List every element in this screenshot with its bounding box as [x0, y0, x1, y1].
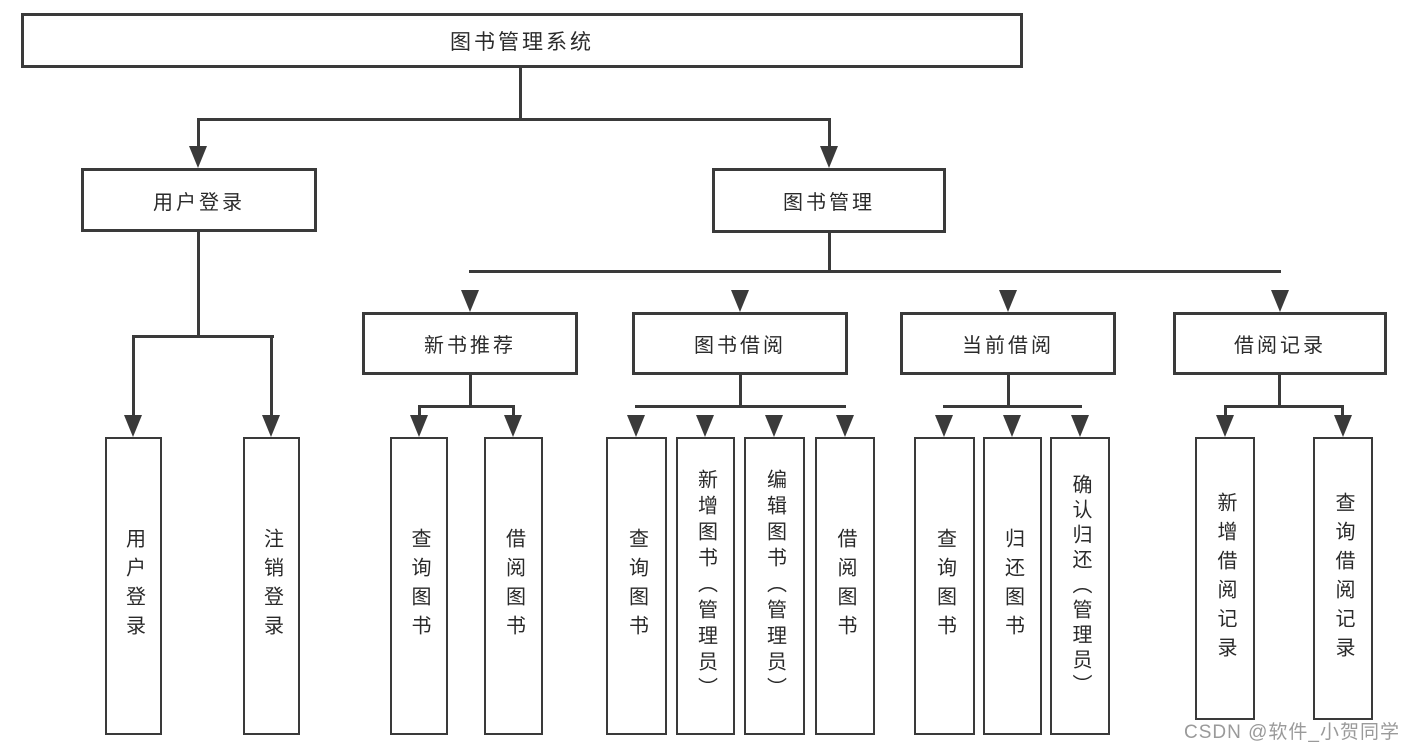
arrow-down-icon — [504, 415, 522, 437]
leaf-add-borrow-record: 新增借阅记录 — [1195, 437, 1255, 720]
arrow-down-icon — [820, 146, 838, 168]
node-user-login: 用户登录 — [81, 168, 317, 232]
connector-line — [1341, 405, 1344, 415]
connector-line — [519, 68, 522, 118]
leaf-borrow-books-recommend: 借阅图书 — [484, 437, 543, 735]
node-book-management-label: 图书管理 — [783, 192, 875, 214]
connector-line — [943, 405, 1082, 408]
node-book-management: 图书管理 — [712, 168, 946, 233]
leaf-user-login: 用户登录 — [105, 437, 162, 735]
node-user-login-label: 用户登录 — [153, 191, 245, 214]
leaf-add-borrow-record-label: 新增借阅记录 — [1214, 491, 1236, 666]
leaf-edit-books-admin: 编辑图书（管理员） — [744, 437, 805, 735]
arrow-down-icon — [731, 290, 749, 312]
node-root: 图书管理系统 — [21, 13, 1023, 68]
node-book-borrow: 图书借阅 — [632, 312, 848, 375]
node-book-borrow-label: 图书借阅 — [694, 335, 786, 357]
node-root-label: 图书管理系统 — [450, 30, 594, 54]
connector-line — [132, 335, 274, 338]
connector-line — [1278, 375, 1281, 407]
connector-line — [270, 335, 273, 415]
leaf-confirm-return-admin-label: 确认归还（管理员） — [1069, 473, 1091, 699]
leaf-user-login-label: 用户登录 — [122, 528, 145, 644]
leaf-query-books-current: 查询图书 — [914, 437, 975, 735]
leaf-query-books-recommend-label: 查询图书 — [408, 528, 430, 644]
arrow-down-icon — [627, 415, 645, 437]
leaf-add-books-admin: 新增图书（管理员） — [676, 437, 735, 735]
leaf-query-books-current-label: 查询图书 — [933, 528, 956, 644]
node-current-borrow: 当前借阅 — [900, 312, 1116, 375]
connector-line — [512, 405, 515, 415]
arrow-down-icon — [124, 415, 142, 437]
arrow-down-icon — [1071, 415, 1089, 437]
leaf-query-books-borrow: 查询图书 — [606, 437, 667, 735]
node-new-book-recommend-label: 新书推荐 — [424, 335, 516, 357]
leaf-query-borrow-record-label: 查询借阅记录 — [1332, 491, 1354, 666]
arrow-down-icon — [765, 415, 783, 437]
arrow-down-icon — [1216, 415, 1234, 437]
arrow-down-icon — [935, 415, 953, 437]
arrow-down-icon — [189, 146, 207, 168]
node-borrow-records-label: 借阅记录 — [1234, 335, 1326, 357]
connector-line — [828, 233, 831, 273]
leaf-add-books-admin-label: 新增图书（管理员） — [694, 469, 717, 703]
connector-line — [739, 375, 742, 407]
connector-line — [197, 118, 831, 121]
arrow-down-icon — [262, 415, 280, 437]
leaf-confirm-return-admin: 确认归还（管理员） — [1050, 437, 1110, 735]
node-current-borrow-label: 当前借阅 — [962, 335, 1054, 357]
leaf-logout-label: 注销登录 — [260, 528, 283, 644]
leaf-borrow-books-borrow: 借阅图书 — [815, 437, 875, 735]
connector-line — [418, 405, 515, 408]
arrow-down-icon — [1003, 415, 1021, 437]
connector-line — [418, 405, 421, 415]
connector-line — [469, 375, 472, 407]
arrow-down-icon — [410, 415, 428, 437]
connector-line — [132, 335, 135, 415]
arrow-down-icon — [1271, 290, 1289, 312]
leaf-query-books-borrow-label: 查询图书 — [625, 528, 648, 644]
connector-line — [1007, 375, 1010, 407]
connector-line — [197, 232, 200, 338]
connector-line — [469, 270, 1281, 273]
connector-line — [1224, 405, 1227, 415]
arrow-down-icon — [461, 290, 479, 312]
leaf-query-books-recommend: 查询图书 — [390, 437, 448, 735]
arrow-down-icon — [999, 290, 1017, 312]
arrow-down-icon — [696, 415, 714, 437]
leaf-edit-books-admin-label: 编辑图书（管理员） — [763, 469, 786, 703]
leaf-logout: 注销登录 — [243, 437, 300, 735]
arrow-down-icon — [1334, 415, 1352, 437]
leaf-borrow-books-recommend-label: 借阅图书 — [502, 528, 525, 644]
leaf-borrow-books-borrow-label: 借阅图书 — [834, 528, 856, 644]
arrow-down-icon — [836, 415, 854, 437]
connector-line — [635, 405, 846, 408]
leaf-return-books-label: 归还图书 — [1001, 528, 1024, 644]
leaf-return-books: 归还图书 — [983, 437, 1042, 735]
node-new-book-recommend: 新书推荐 — [362, 312, 578, 375]
connector-line — [197, 118, 200, 146]
connector-line — [828, 118, 831, 146]
csdn-watermark: CSDN @软件_小贺同学 — [1184, 722, 1400, 743]
connector-line — [1224, 405, 1344, 408]
node-borrow-records: 借阅记录 — [1173, 312, 1387, 375]
leaf-query-borrow-record: 查询借阅记录 — [1313, 437, 1373, 720]
